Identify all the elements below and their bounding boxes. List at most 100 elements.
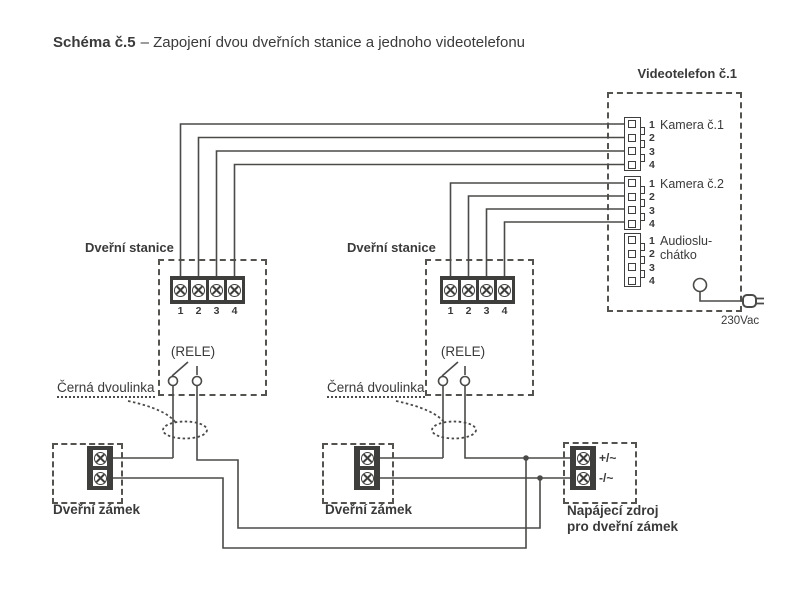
- pin-number: 4: [649, 275, 655, 287]
- door-lock-2-label: Dveřní zámek: [325, 502, 413, 517]
- power-plug-icon: [742, 294, 764, 308]
- terminal-number: 4: [231, 305, 238, 317]
- connector-pin: [628, 192, 636, 201]
- pin-number: 2: [649, 132, 655, 144]
- screw-terminal: [173, 280, 188, 300]
- connector-pin: [628, 276, 636, 285]
- pin-number: 2: [649, 248, 655, 260]
- door-station-1-label: Dveřní stanice: [85, 240, 174, 255]
- door-station-2-box: [425, 259, 534, 396]
- cable-arrow-1: [127, 400, 177, 424]
- screw-icon: [192, 283, 205, 297]
- cable-oval-1: [162, 420, 208, 440]
- screw-icon: [228, 283, 241, 297]
- screw-icon: [93, 451, 107, 465]
- camera1-connector-block: 1 2 3 4: [624, 117, 674, 171]
- screw-terminal: [360, 470, 374, 486]
- screw-terminal: [93, 450, 107, 466]
- pin-number: 1: [649, 234, 655, 247]
- power-supply-label-line1: Napájecí zdroj: [567, 503, 659, 518]
- screw-icon: [576, 451, 590, 465]
- pin-number: 2: [649, 191, 655, 203]
- pin-number: 3: [649, 145, 655, 158]
- screw-icon: [480, 283, 493, 297]
- pin-number: 1: [649, 177, 655, 190]
- screw-terminal: [93, 470, 107, 486]
- connector-pin: [628, 236, 636, 244]
- diagram-title: Schéma č.5– Zapojení dvou dveřních stani…: [53, 34, 525, 51]
- terminal-number: 3: [213, 305, 220, 317]
- screw-terminal: [443, 280, 458, 300]
- relay1-symbol: [167, 361, 203, 387]
- cable-arrow-2: [395, 400, 446, 424]
- screw-terminal: [479, 280, 494, 300]
- relay-1-label: (RELE): [170, 344, 216, 359]
- title-number: Schéma č.5: [53, 34, 136, 51]
- pin-number: 3: [649, 204, 655, 217]
- mains-voltage-label: 230Vac: [721, 315, 760, 327]
- screw-terminal: [191, 280, 206, 300]
- screw-terminal: [461, 280, 476, 300]
- videotelefon-title: Videotelefon č.1: [637, 66, 737, 81]
- cable-oval-2: [431, 420, 477, 440]
- door-station-2-label: Dveřní stanice: [347, 240, 436, 255]
- power-supply-label-line2: pro dveřní zámek: [567, 519, 679, 534]
- relay-2-label: (RELE): [440, 344, 486, 359]
- camera2-connector-block: 1 2 3 4: [624, 176, 674, 230]
- videotelefon-box: [607, 92, 742, 312]
- door-lock-1-box: [52, 443, 123, 504]
- connector-body: [624, 176, 641, 230]
- power-supply-box: [563, 442, 637, 504]
- junction-dot-minus: [537, 475, 543, 481]
- pin-number: 4: [649, 218, 655, 230]
- station2-to-camera2-wires: [449, 182, 629, 277]
- screw-icon: [360, 451, 374, 465]
- door-station-2-terminal-block: [440, 276, 515, 304]
- connector-pin: [628, 147, 636, 155]
- cable-label-2: Černá dvoulinka: [327, 380, 425, 398]
- junction-dot-plus: [523, 455, 529, 461]
- screw-terminal: [576, 470, 590, 486]
- door-lock-2-box: [322, 443, 394, 504]
- connector-body: [624, 117, 641, 171]
- connector-pin: [628, 249, 636, 258]
- connector-pin: [628, 160, 636, 169]
- terminal-number: 2: [195, 305, 202, 317]
- screw-icon: [576, 471, 590, 485]
- door-station-1-box: [158, 259, 267, 396]
- screw-terminal: [209, 280, 224, 300]
- screw-icon: [462, 283, 475, 297]
- screw-terminal: [497, 280, 512, 300]
- pin-number: 1: [649, 118, 655, 131]
- terminal-number: 1: [447, 305, 454, 317]
- door-station-1-terminal-block: [170, 276, 245, 304]
- title-text: – Zapojení dvou dveřních stanice a jedno…: [140, 34, 526, 51]
- lock-circuit-wires: [113, 385, 570, 549]
- minus-terminal-label: -/~: [599, 471, 614, 485]
- connector-pin: [628, 120, 636, 128]
- screw-icon: [360, 471, 374, 485]
- pin-number: 3: [649, 261, 655, 274]
- audio-label-line2: chátko: [660, 248, 697, 262]
- connector-pin: [628, 206, 636, 214]
- connector-pin: [628, 133, 636, 142]
- screw-icon: [174, 283, 187, 297]
- camera1-label: Kamera č.1: [660, 118, 724, 132]
- door-lock-2-terminal-block: [354, 446, 380, 490]
- door-lock-1-terminal-block: [87, 446, 113, 490]
- terminal-number: 1: [177, 305, 184, 317]
- door-lock-1-label: Dveřní zámek: [53, 502, 141, 517]
- plus-terminal-label: +/~: [599, 451, 617, 465]
- cable-label-1: Černá dvoulinka: [57, 380, 155, 398]
- station1-to-camera1-wires: [179, 123, 629, 277]
- connector-pin: [628, 263, 636, 271]
- screw-icon: [498, 283, 511, 297]
- pin-number: 4: [649, 159, 655, 171]
- power-supply-terminal-block: [570, 446, 596, 490]
- audio-connector-block: 1 2 3 4: [624, 233, 674, 287]
- screw-terminal: [576, 450, 590, 466]
- terminal-number: 3: [483, 305, 490, 317]
- terminal-number: 2: [465, 305, 472, 317]
